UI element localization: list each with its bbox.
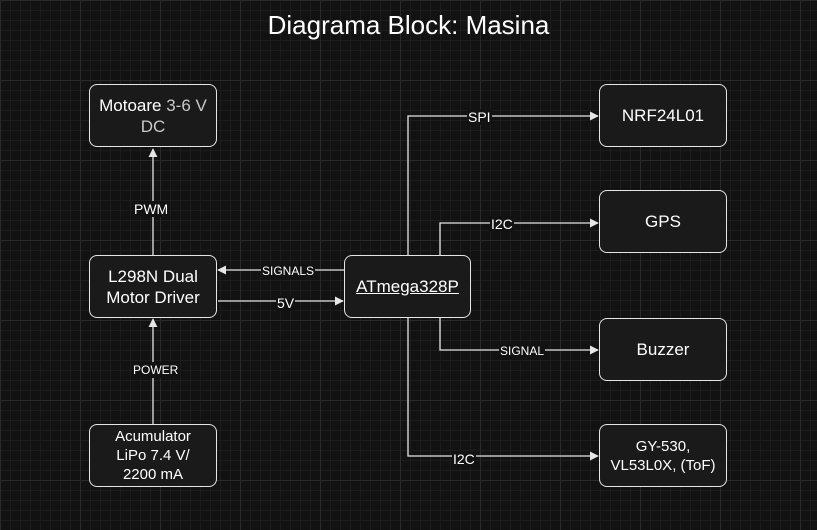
buzzer-label: Buzzer (636, 340, 690, 359)
sensors-label-2: VL53L0X, (ToF) (610, 456, 716, 474)
driver-block[interactable]: L298N Dual Motor Driver (89, 255, 217, 318)
motors-label-1a: Motoare (99, 95, 167, 115)
gps-label: GPS (645, 212, 681, 231)
motors-label-2: DC (140, 116, 166, 136)
battery-block[interactable]: Acumulator LiPo 7.4 V/ 2200 mA (89, 424, 217, 487)
sensors-label-1: GY-530, (635, 437, 691, 455)
power-label: POWER (132, 362, 180, 378)
i2c-gps-label: I2C (490, 216, 514, 232)
signal-label: SIGNAL (499, 343, 546, 359)
signals-label: SIGNALS (261, 263, 316, 279)
motors-block[interactable]: Motoare 3-6 V DC (89, 84, 217, 147)
battery-label-3: 2200 mA (122, 466, 184, 483)
gps-block[interactable]: GPS (599, 190, 727, 253)
spi-label: SPI (467, 109, 492, 125)
pwm-label: PWM (133, 201, 170, 217)
v5-label: 5V (276, 295, 296, 311)
i2c-sensors-arrow (407, 318, 599, 461)
diagram-title: Diagrama Block: Masina (267, 10, 550, 40)
spi-arrow (407, 111, 599, 255)
i2c-gps-arrow (439, 218, 599, 255)
driver-label-2: Motor Driver (106, 287, 200, 307)
signal-arrow (439, 318, 599, 355)
nrf-block[interactable]: NRF24L01 (599, 84, 727, 147)
motors-label-1b: 3-6 V (166, 95, 207, 115)
battery-label-1: Acumulator (115, 428, 191, 445)
nrf-label: NRF24L01 (621, 106, 705, 125)
i2c-sensors-label: I2C (452, 451, 476, 467)
mcu-label: ATmega328P (356, 277, 459, 296)
sensors-block[interactable]: GY-530, VL53L0X, (ToF) (599, 424, 727, 487)
mcu-block[interactable]: ATmega328P (344, 255, 471, 318)
buzzer-block[interactable]: Buzzer (599, 318, 727, 381)
battery-label-2: LiPo 7.4 V/ (116, 447, 190, 464)
driver-label-1: L298N Dual (108, 266, 198, 286)
